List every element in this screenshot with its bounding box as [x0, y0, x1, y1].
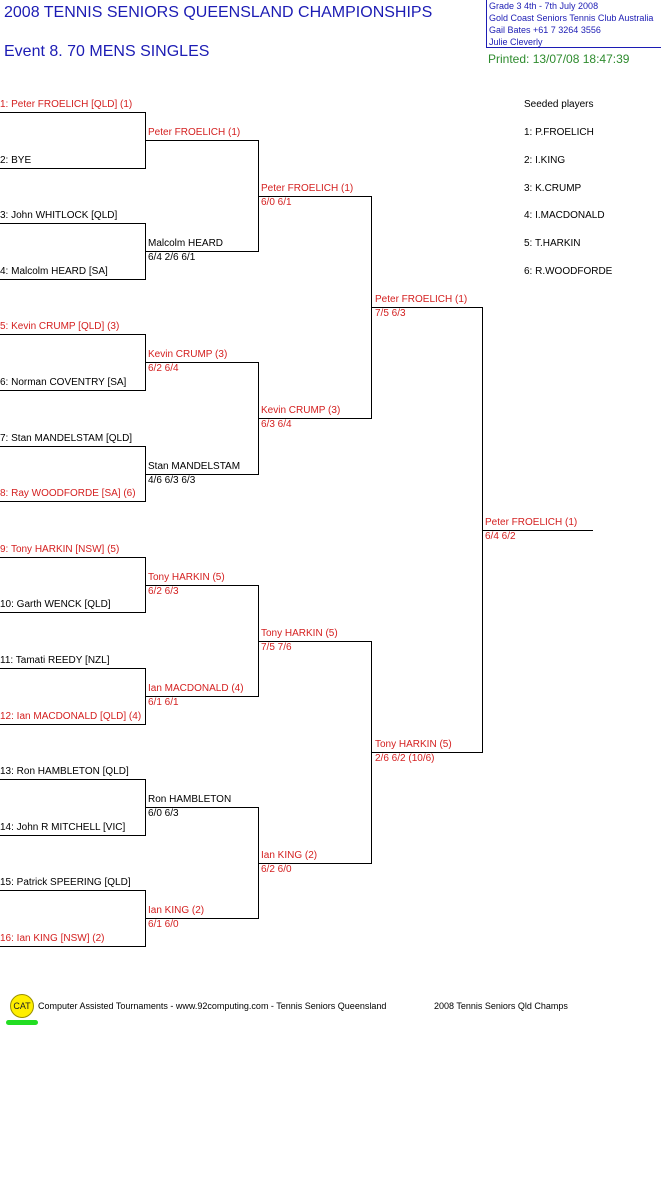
- bracket-line: [371, 307, 483, 308]
- info-line: Grade 3 4th - 7th July 2008: [489, 1, 599, 11]
- draw-player: 4: Malcolm HEARD [SA]: [0, 266, 108, 277]
- seeded-player: 4: I.MACDONALD: [524, 210, 605, 221]
- match-winner: Peter FROELICH (1): [375, 294, 468, 305]
- bracket-line: [145, 918, 259, 919]
- seeded-player: 5: T.HARKIN: [524, 238, 581, 249]
- bracket-line: [0, 223, 146, 224]
- event-title: Event 8. 70 MENS SINGLES: [4, 43, 210, 60]
- bracket-line: [258, 641, 372, 642]
- match-winner: Kevin CRUMP (3): [148, 349, 228, 360]
- bracket-line: [0, 557, 146, 558]
- printed-timestamp: Printed: 13/07/08 18:47:39: [488, 52, 630, 66]
- bracket-line: [145, 807, 259, 808]
- match-score: 4/6 6/3 6/3: [148, 475, 196, 486]
- match-winner: Peter FROELICH (1): [261, 183, 354, 194]
- match-score: 6/3 6/4: [261, 419, 292, 430]
- draw-player: 13: Ron HAMBLETON [QLD]: [0, 766, 129, 777]
- match-winner: Ian KING (2): [148, 905, 205, 916]
- draw-player: 16: Ian KING [NSW] (2): [0, 933, 105, 944]
- match-score: 6/2 6/3: [148, 586, 179, 597]
- match-score: 2/6 6/2 (10/6): [375, 753, 435, 764]
- tournament-info: Grade 3 4th - 7th July 2008 Gold Coast S…: [486, 0, 661, 48]
- draw-player: 8: Ray WOODFORDE [SA] (6): [0, 488, 136, 499]
- bracket-line: [145, 696, 259, 697]
- match-score: 6/4 6/2: [485, 531, 516, 542]
- match-winner: Peter FROELICH (1): [485, 517, 578, 528]
- bracket-line: [0, 279, 146, 280]
- match-score: 6/2 6/4: [148, 363, 179, 374]
- draw-player: 9: Tony HARKIN [NSW] (5): [0, 544, 120, 555]
- bracket-line: [0, 779, 146, 780]
- bracket-line: [145, 140, 259, 141]
- bracket-line: [0, 168, 146, 169]
- match-winner: Malcolm HEARD: [148, 238, 224, 249]
- seeded-player: 6: R.WOODFORDE: [524, 266, 613, 277]
- footer-event-name: 2008 Tennis Seniors Qld Champs: [434, 1001, 568, 1011]
- match-score: 6/0 6/3: [148, 808, 179, 819]
- footer-credit: Computer Assisted Tournaments - www.92co…: [38, 1001, 387, 1011]
- draw-player: 5: Kevin CRUMP [QLD] (3): [0, 321, 120, 332]
- draw-player: 14: John R MITCHELL [VIC]: [0, 822, 126, 833]
- seeded-player: 3: K.CRUMP: [524, 183, 582, 194]
- match-score: 6/1 6/1: [148, 697, 179, 708]
- cat-logo-icon: CAT: [10, 994, 34, 1018]
- bracket-line: [145, 474, 259, 475]
- match-winner: Stan MANDELSTAM: [148, 461, 241, 472]
- seeded-player: 1: P.FROELICH: [524, 127, 594, 138]
- bracket-line: [145, 251, 259, 252]
- match-score: 7/5 7/6: [261, 642, 292, 653]
- draw-player: 10: Garth WENCK [QLD]: [0, 599, 111, 610]
- match-winner: Tony HARKIN (5): [375, 739, 452, 750]
- bracket-line: [0, 390, 146, 391]
- match-winner: Ian KING (2): [261, 850, 318, 861]
- seeded-player: 2: I.KING: [524, 155, 566, 166]
- match-score: 6/2 6/0: [261, 864, 292, 875]
- bracket-line: [0, 446, 146, 447]
- draw-player: 15: Patrick SPEERING [QLD]: [0, 877, 131, 888]
- seeded-players-title: Seeded players: [524, 99, 594, 110]
- bracket-line: [258, 863, 372, 864]
- draw-player: 7: Stan MANDELSTAM [QLD]: [0, 433, 133, 444]
- draw-player: 12: Ian MACDONALD [QLD] (4): [0, 711, 142, 722]
- bracket-line: [0, 724, 146, 725]
- bracket-line: [0, 112, 146, 113]
- bracket-line: [145, 362, 259, 363]
- draw-player: 11: Tamati REEDY [NZL]: [0, 655, 110, 666]
- bracket-line: [482, 530, 593, 531]
- match-winner: Peter FROELICH (1): [148, 127, 241, 138]
- page-title: 2008 TENNIS SENIORS QUEENSLAND CHAMPIONS…: [4, 4, 433, 21]
- logo-underline: [6, 1020, 38, 1025]
- match-winner: Ian MACDONALD (4): [148, 683, 244, 694]
- match-winner: Ron HAMBLETON: [148, 794, 232, 805]
- bracket-line: [0, 835, 146, 836]
- match-score: 6/1 6/0: [148, 919, 179, 930]
- match-score: 6/4 2/6 6/1: [148, 252, 196, 263]
- draw-player: 2: BYE: [0, 155, 32, 166]
- bracket-line: [145, 585, 259, 586]
- bracket-line: [0, 946, 146, 947]
- match-winner: Tony HARKIN (5): [261, 628, 338, 639]
- bracket-line: [0, 334, 146, 335]
- bracket-line: [258, 418, 372, 419]
- bracket-line: [0, 501, 146, 502]
- match-winner: Tony HARKIN (5): [148, 572, 225, 583]
- bracket-line: [0, 668, 146, 669]
- bracket-line: [0, 890, 146, 891]
- match-winner: Kevin CRUMP (3): [261, 405, 341, 416]
- draw-player: 1: Peter FROELICH [QLD] (1): [0, 99, 133, 110]
- bracket-line: [0, 612, 146, 613]
- info-line: Gold Coast Seniors Tennis Club Australia: [489, 13, 654, 23]
- draw-player: 6: Norman COVENTRY [SA]: [0, 377, 127, 388]
- info-line: Julie Cleverly: [489, 37, 543, 47]
- bracket-line: [258, 196, 372, 197]
- match-score: 7/5 6/3: [375, 308, 406, 319]
- draw-player: 3: John WHITLOCK [QLD]: [0, 210, 118, 221]
- match-score: 6/0 6/1: [261, 197, 292, 208]
- bracket-line: [371, 752, 483, 753]
- info-line: Gail Bates +61 7 3264 3556: [489, 25, 601, 35]
